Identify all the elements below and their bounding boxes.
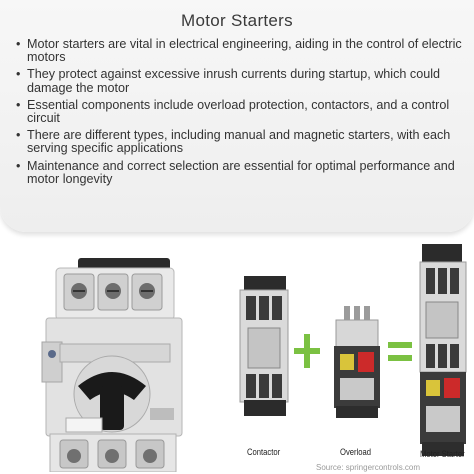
overload-relay-image (334, 306, 380, 418)
contactor-image (239, 276, 289, 416)
bullet-item: Motor starters are vital in electrical e… (16, 37, 466, 64)
plus-icon (294, 334, 320, 368)
overload-label: Overload (340, 447, 372, 457)
bullet-item: Maintenance and correct selection are es… (16, 159, 466, 186)
info-card: Motor Starters Motor starters are vital … (0, 0, 474, 232)
bullet-item: They protect against excessive inrush cu… (16, 68, 466, 95)
bullet-list: Motor starters are vital in electrical e… (16, 37, 466, 190)
source-credit: Source: springercontrols.com (316, 463, 421, 472)
bullet-item: There are different types, including man… (16, 129, 466, 156)
contactor-label: Contactor (247, 447, 281, 457)
motor-starter-image (419, 244, 467, 456)
page-title: Motor Starters (181, 11, 293, 30)
manual-motor-starter-image (41, 258, 183, 472)
motor-starter-label: Motor Starter (420, 449, 465, 459)
equals-icon (388, 342, 412, 361)
bullet-item: Essential components include overload pr… (16, 98, 466, 125)
